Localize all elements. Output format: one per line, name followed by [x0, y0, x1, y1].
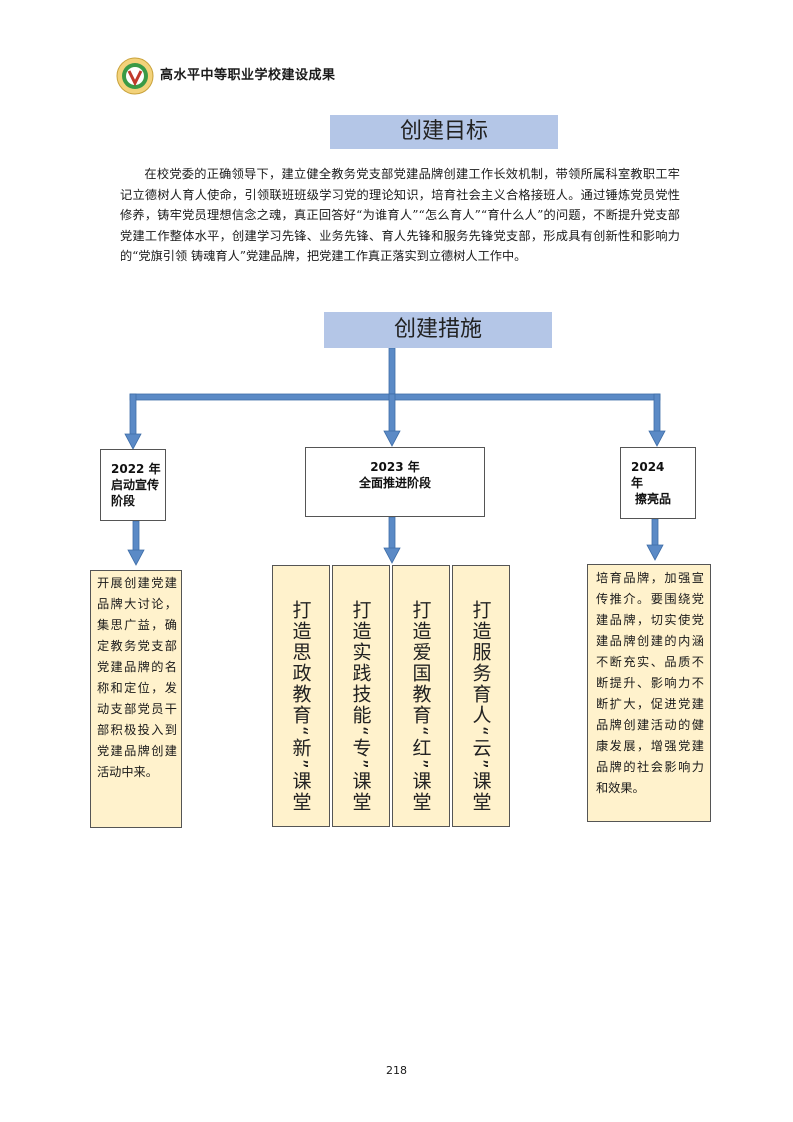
classroom-box-red: 打造爱国教育“红”课堂 — [392, 565, 450, 827]
phase-label: 全面推进阶段 — [358, 476, 431, 490]
phase-year: 2022 年 — [111, 462, 161, 476]
classroom-box-cloud: 打造服务育人“云”课堂 — [452, 565, 510, 827]
phase-box-2022: 2022 年 启动宣传阶段 — [100, 449, 166, 521]
school-logo — [116, 57, 154, 95]
goal-paragraph: 在校党委的正确领导下，建立健全教务党支部党建品牌创建工作长效机制，带领所属科室教… — [120, 167, 680, 263]
phase-year: 2023 年 — [370, 460, 420, 474]
phase-label: 擦亮品 — [635, 492, 672, 506]
phase-year-suffix: 年 — [631, 476, 644, 490]
phase-year: 2024 — [631, 460, 665, 474]
classroom-label: 打造实践技能“专”课堂 — [349, 600, 372, 813]
classroom-label: 打造思政教育“新”课堂 — [289, 600, 312, 813]
phase-label: 启动宣传阶段 — [111, 478, 160, 508]
classroom-label: 打造爱国教育“红”课堂 — [409, 600, 432, 813]
measures-section-title: 创建措施 — [324, 312, 552, 348]
phase-box-2024: 2024 年 擦亮品 — [620, 447, 696, 519]
classroom-box-new: 打造思政教育“新”课堂 — [272, 565, 330, 827]
phase-box-2023: 2023 年 全面推进阶段 — [305, 447, 485, 517]
phase-2022-description: 开展创建党建品牌大讨论，集思广益，确定教务党支部党建品牌的名称和定位，发动支部党… — [90, 570, 182, 828]
classroom-box-professional: 打造实践技能“专”课堂 — [332, 565, 390, 827]
goal-section-title: 创建目标 — [330, 115, 558, 149]
phase-2024-description: 培育品牌，加强宣传推介。要围绕党建品牌，切实使党建品牌创建的内涵不断充实、品质不… — [587, 564, 711, 822]
header-title: 高水平中等职业学校建设成果 — [160, 68, 336, 83]
classroom-label: 打造服务育人“云”课堂 — [469, 600, 492, 813]
page-number: 218 — [386, 1064, 407, 1077]
